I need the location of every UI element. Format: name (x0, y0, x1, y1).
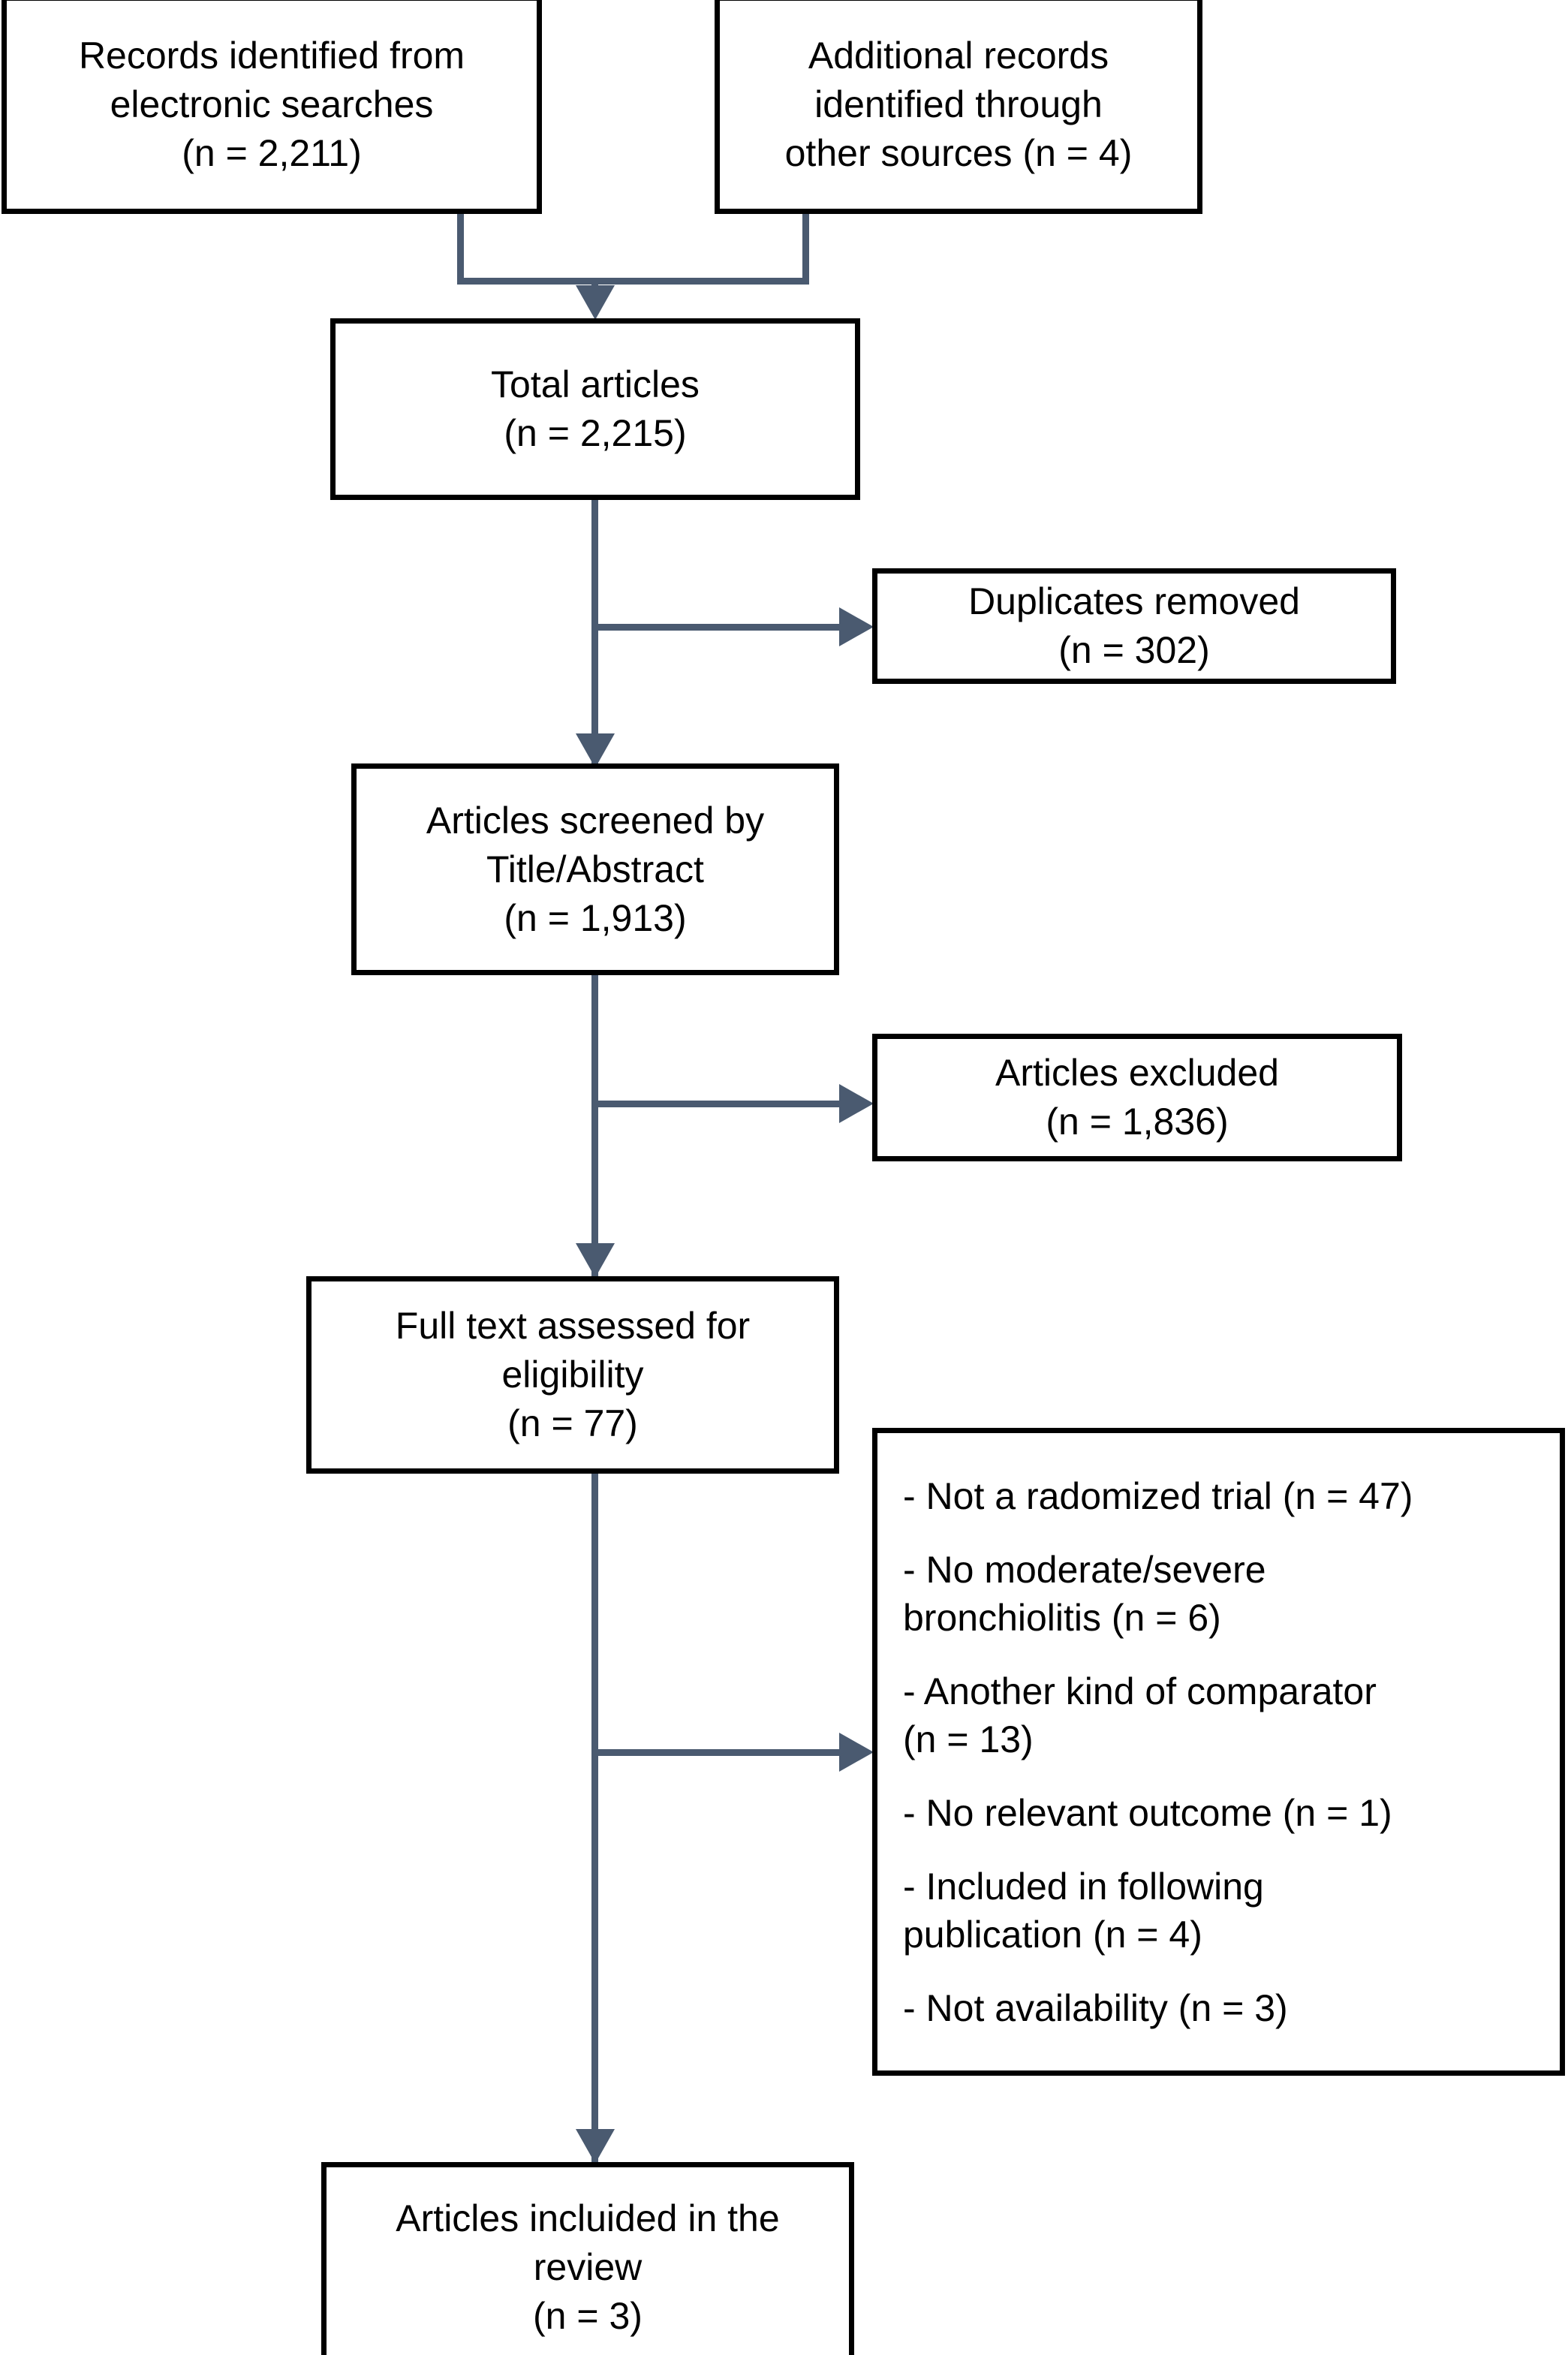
box-total-articles: Total articles (n = 2,215) (330, 318, 860, 500)
box-articles-excluded: Articles excluded (n = 1,836) (872, 1034, 1402, 1161)
connector-other-drop (802, 212, 809, 285)
box-articles-excluded-label: Articles excluded (n = 1,836) (995, 1052, 1279, 1143)
arrow-to-articles-screened (576, 733, 615, 768)
connector-stem-total-to-screened (591, 500, 598, 764)
box-duplicates-removed: Duplicates removed (n = 302) (872, 568, 1396, 684)
exclusion-reason-item: - No relevant outcome (n = 1) (903, 1791, 1392, 1834)
box-articles-included-label: Articles incluided in the review (n = 3) (396, 2197, 780, 2337)
connector-electronic-drop (457, 212, 464, 285)
box-full-text-assessed-label: Full text assessed for eligibility (n = … (395, 1305, 751, 1444)
exclusion-reason-item: - Included in following publication (n =… (903, 1865, 1264, 1956)
exclusion-reason-item: - Not availability (n = 3) (903, 1986, 1288, 2029)
arrow-to-total-articles (576, 285, 615, 320)
connector-branch-duplicates (591, 624, 845, 631)
connector-merge-bar (457, 278, 809, 285)
arrow-to-exclusion-reasons (839, 1733, 874, 1772)
box-exclusion-reasons: - Not a radomized trial (n = 47) - No mo… (872, 1428, 1565, 2076)
exclusion-reason-item: - No moderate/severe bronchiolitis (n = … (903, 1548, 1266, 1639)
box-articles-screened-label: Articles screened by Title/Abstract (n =… (426, 799, 765, 939)
arrow-to-articles-included (576, 2129, 615, 2164)
connector-stem-fulltext-to-included (591, 1474, 598, 2162)
box-articles-included: Articles incluided in the review (n = 3) (321, 2162, 854, 2355)
arrow-to-duplicates-removed (839, 607, 874, 646)
box-full-text-assessed: Full text assessed for eligibility (n = … (306, 1276, 839, 1474)
box-records-other: Additional records identified through ot… (715, 0, 1202, 214)
exclusion-reason-item: - Not a radomized trial (n = 47) (903, 1474, 1413, 1517)
box-records-electronic: Records identified from electronic searc… (2, 0, 542, 214)
box-total-articles-label: Total articles (n = 2,215) (491, 363, 700, 454)
arrow-to-articles-excluded (839, 1084, 874, 1123)
connector-branch-excluded (591, 1101, 845, 1107)
box-articles-screened: Articles screened by Title/Abstract (n =… (351, 763, 839, 975)
connector-branch-exclusion-reasons (591, 1749, 845, 1756)
box-records-other-label: Additional records identified through ot… (784, 35, 1133, 174)
exclusion-reason-item: - Another kind of comparator (n = 13) (903, 1670, 1377, 1760)
arrow-to-full-text-assessed (576, 1243, 615, 1278)
box-duplicates-removed-label: Duplicates removed (n = 302) (968, 580, 1300, 671)
connector-stem-screened-to-fulltext (591, 975, 598, 1277)
box-records-electronic-label: Records identified from electronic searc… (78, 35, 465, 174)
